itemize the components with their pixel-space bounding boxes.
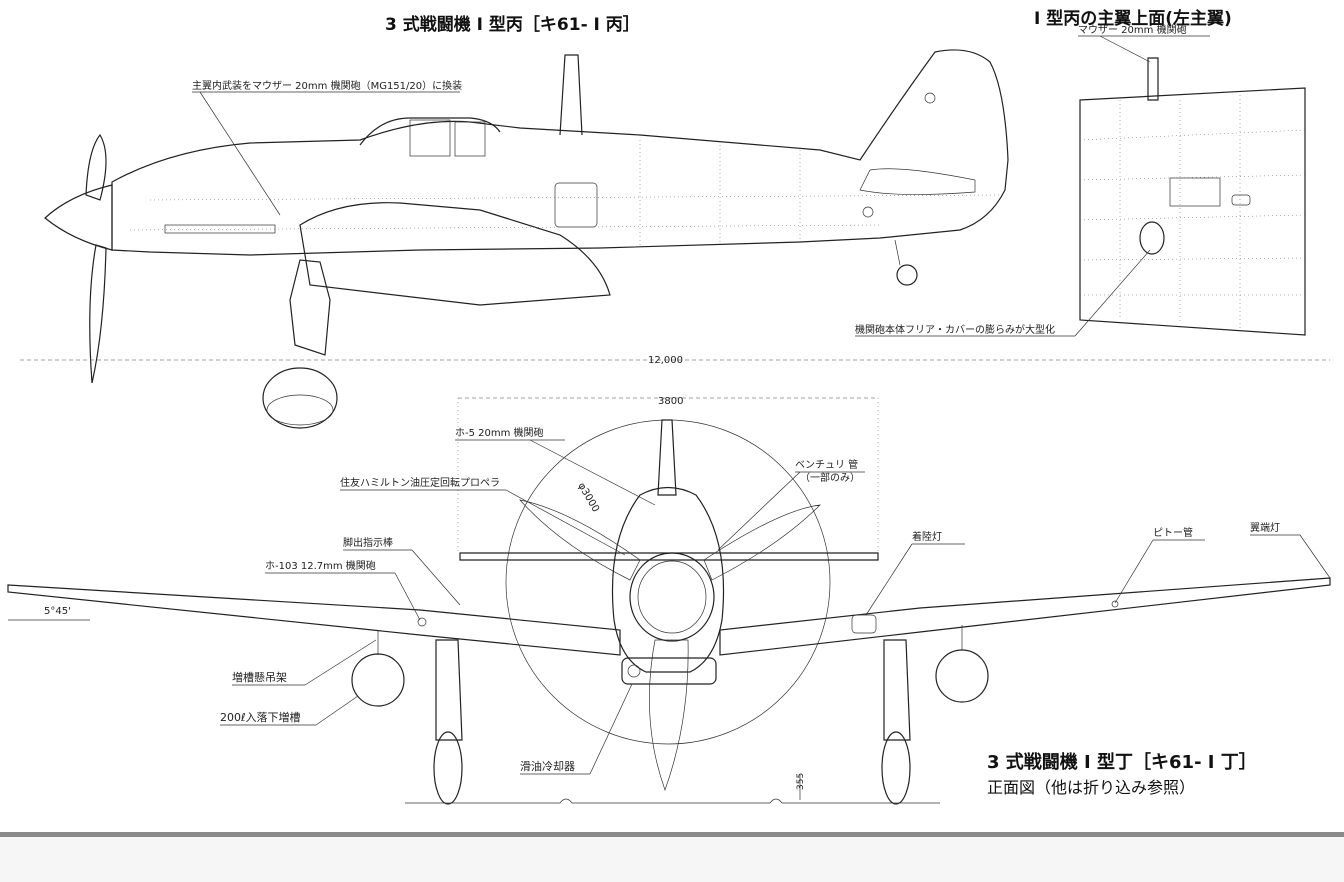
callout-oil-cooler: 滑油冷却器 [520, 759, 575, 773]
callout-propeller: 住友ハミルトン油圧定回転プロペラ [340, 476, 500, 489]
callout-tank-pylon: 増槽懸吊架 [232, 671, 287, 684]
callout-leg-indicator: 脚出指示棒 [343, 536, 393, 549]
dim-prop-diameter: φ3000 [575, 481, 601, 514]
wing-detail-title: I 型丙の主翼上面(左主翼) [1034, 9, 1232, 29]
side-view-aircraft [44, 49, 1009, 429]
callout-drop-tank: 200ℓ入落下増槽 [220, 711, 301, 724]
dim-gear-height: 355 [796, 773, 806, 790]
callout-wingtip-light: 翼端灯 [1250, 521, 1280, 534]
wing-detail-panel [1079, 57, 1306, 336]
front-view-subtitle: 正面図（他は折り込み参照） [987, 778, 1196, 797]
callout-wing-gun: 主翼内武装をマウザー 20mm 機関砲（MG151/20）に換装 [192, 79, 462, 92]
callout-mauser: マウザー 20mm 機関砲 [1078, 23, 1187, 36]
dim-prop-span: 3800 [658, 396, 683, 407]
callout-pitot: ピトー管 [1153, 526, 1193, 539]
callout-landing-light: 着陸灯 [912, 530, 942, 543]
page-fold-band [0, 832, 1344, 882]
front-view-aircraft [7, 419, 1331, 805]
side-view-title: 3 式戦闘機 I 型丙［キ61- I 丙］ [385, 15, 640, 35]
callout-ho5: ホ-5 20mm 機関砲 [455, 426, 544, 439]
front-view-title: 3 式戦闘機 I 型丁［キ61- I 丁］ [987, 752, 1257, 773]
callout-venturi-note: （一部のみ） [800, 471, 860, 484]
callout-venturi: ベンチュリ 管 [795, 458, 858, 471]
span-dimension: 12,000 [648, 355, 683, 366]
callout-ho103: ホ-103 12.7mm 機関砲 [265, 559, 376, 572]
dim-dihedral: 5°45' [44, 606, 71, 617]
callout-gun-cover: 機関砲本体フリア・カバーの膨らみが大型化 [855, 323, 1055, 336]
